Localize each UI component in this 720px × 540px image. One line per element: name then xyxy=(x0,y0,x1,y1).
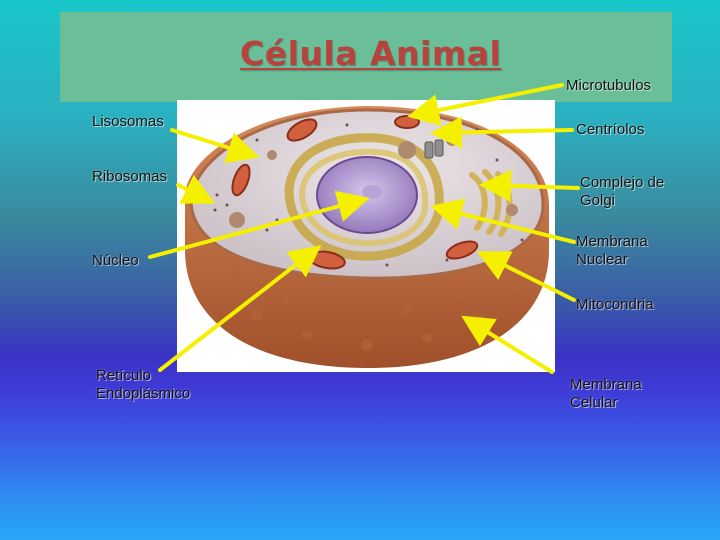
label-golgi: Complejo de Golgi xyxy=(580,174,664,210)
label-reticulo: Retículo Endoplásmico xyxy=(96,367,190,403)
label-membrana-celular: Membrana Celular xyxy=(570,376,642,412)
label-lisosomas: Lisosomas xyxy=(92,113,164,131)
label-microtubulos: Microtubulos xyxy=(566,77,651,95)
label-ribosomas: Ribosomas xyxy=(92,168,167,186)
label-centriolos: Centríolos xyxy=(576,121,644,139)
label-membrana-nuclear: Membrana Nuclear xyxy=(576,233,648,269)
label-nucleo: Núcleo xyxy=(92,252,139,270)
page-title: Célula Animal xyxy=(240,34,501,73)
nucleolus-shape xyxy=(362,185,382,199)
animal-cell-image xyxy=(177,100,555,372)
label-mitocondria: Mitocondria xyxy=(576,296,654,314)
cell-illustration xyxy=(177,100,555,372)
